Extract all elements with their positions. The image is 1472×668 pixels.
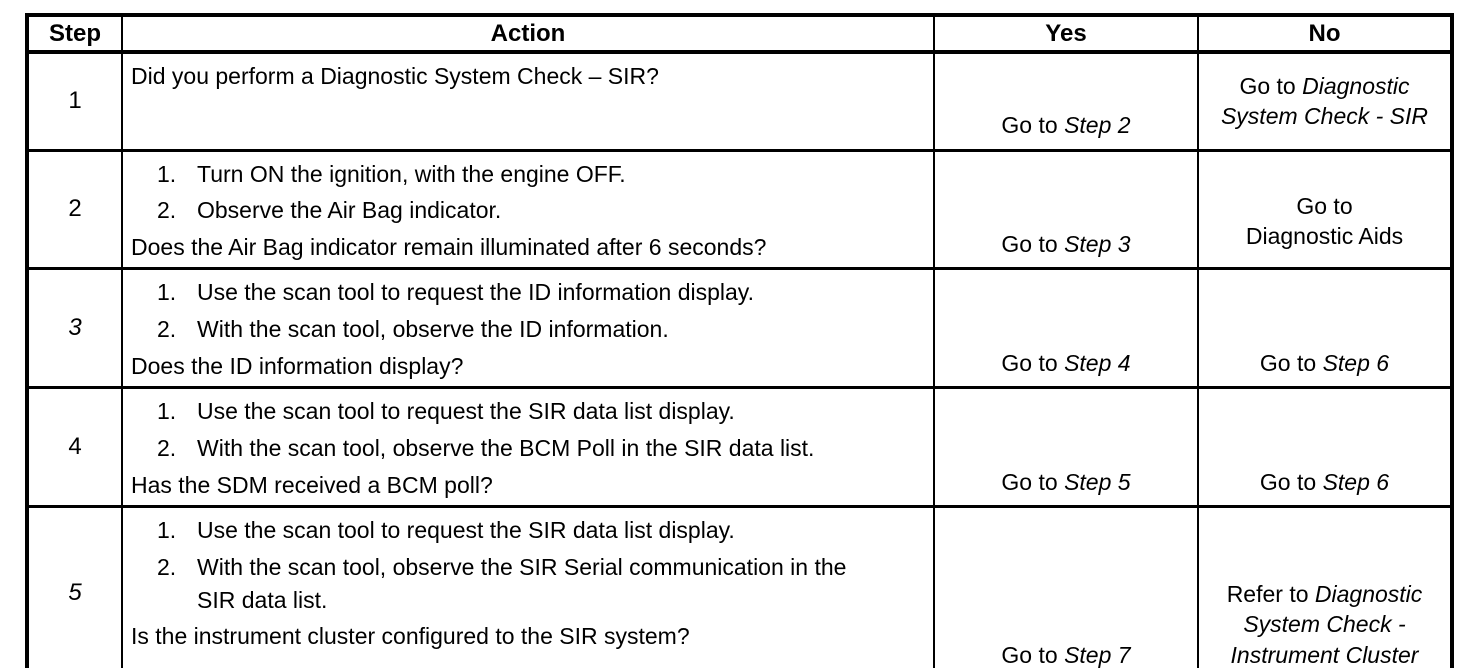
step-number: 4 [26,386,123,509]
goto-reference: Go to Step 6 [1259,469,1390,496]
goto-reference: Refer to Diagnostic System Check - Instr… [1226,580,1423,668]
action-item: 1. Turn ON the ignition, with the engine… [157,158,923,191]
table-row: 3 1. Use the scan tool to request the ID… [26,267,1453,390]
no-cell: Go to Step 6 [1197,386,1453,509]
diagnostic-table: Step Action Yes No 1 Did you perform a D… [25,13,1454,668]
action-item-text: With the scan tool, observe the BCM Poll… [197,435,815,462]
action-item-text: Use the scan tool to request the SIR dat… [197,398,735,425]
action-question: Does the Air Bag indicator remain illumi… [131,233,767,260]
action-item: 2. With the scan tool, observe the ID in… [157,313,923,346]
action-cell: Did you perform a Diagnostic System Chec… [121,50,935,152]
action-item-number: 1. [157,160,177,187]
step-number: 2 [26,148,123,271]
yes-cell: Go to Step 5 [933,386,1199,509]
action-item-number: 2. [157,435,177,462]
column-header-no: No [1197,14,1453,54]
action-question: Did you perform a Diagnostic System Chec… [131,63,659,89]
goto-reference: Go to Step 3 [1001,231,1131,258]
goto-reference: Go to Diagnostic Aids [1245,192,1404,250]
table-row: 1 Did you perform a Diagnostic System Ch… [26,50,1453,152]
table-row: 2 1. Turn ON the ignition, with the engi… [26,148,1453,271]
action-item-text: Use the scan tool to request the ID info… [197,279,754,306]
yes-cell: Go to Step 2 [933,50,1199,152]
column-header-action: Action [121,14,935,54]
step-number: 3 [26,267,123,390]
action-question: Is the instrument cluster configured to … [131,623,690,650]
table-row: 5 1. Use the scan tool to request the SI… [26,505,1453,668]
action-item: 2. With the scan tool, observe the BCM P… [157,432,923,465]
goto-reference: Go to Step 5 [1001,469,1131,496]
yes-cell: Go to Step 3 [933,148,1199,271]
action-question: Does the ID information display? [131,352,464,379]
action-item-number: 2. [157,316,177,343]
action-item: 1. Use the scan tool to request the SIR … [157,395,923,428]
action-item-number: 2. [157,197,177,224]
goto-reference: Go to Step 6 [1259,350,1390,377]
action-item-text: Use the scan tool to request the SIR dat… [197,517,735,544]
action-item-text: With the scan tool, observe the ID infor… [197,316,669,343]
goto-reference: Go to Step 2 [1001,112,1131,139]
no-cell: Go to Step 6 [1197,267,1453,390]
action-cell: 1. Use the scan tool to request the SIR … [121,386,935,509]
action-item: 1. Use the scan tool to request the SIR … [157,514,923,547]
action-cell: 1. Use the scan tool to request the ID i… [121,267,935,390]
step-number: 5 [26,505,123,668]
action-cell: 1. Use the scan tool to request the SIR … [121,505,935,668]
action-item: 2. With the scan tool, observe the SIR S… [157,551,923,616]
goto-reference: Go to Step 4 [1001,350,1131,377]
goto-reference: Go to Diagnostic System Check - SIR [1220,72,1429,130]
action-item: 1. Use the scan tool to request the ID i… [157,276,923,309]
action-item-text: Turn ON the ignition, with the engine OF… [197,160,626,187]
table-row: 4 1. Use the scan tool to request the SI… [26,386,1453,509]
no-cell: Go to Diagnostic System Check - SIR [1197,50,1453,152]
action-item-number: 2. [157,554,177,581]
yes-cell: Go to Step 7 [933,505,1199,668]
column-header-step: Step [26,14,123,54]
step-number: 1 [26,50,123,152]
no-cell: Go to Diagnostic Aids [1197,148,1453,271]
goto-reference: Go to Step 7 [1001,641,1131,668]
action-item-number: 1. [157,517,177,544]
action-item-text: With the scan tool, observe the SIR Seri… [197,554,847,613]
action-cell: 1. Turn ON the ignition, with the engine… [121,148,935,271]
header-row: Step Action Yes No [26,14,1453,54]
action-question: Has the SDM received a BCM poll? [131,471,493,498]
column-header-yes: Yes [933,14,1199,54]
yes-cell: Go to Step 4 [933,267,1199,390]
no-cell: Refer to Diagnostic System Check - Instr… [1197,505,1453,668]
action-item-text: Observe the Air Bag indicator. [197,197,502,224]
action-item: 2. Observe the Air Bag indicator. [157,194,923,227]
action-item-number: 1. [157,279,177,306]
action-item-number: 1. [157,398,177,425]
